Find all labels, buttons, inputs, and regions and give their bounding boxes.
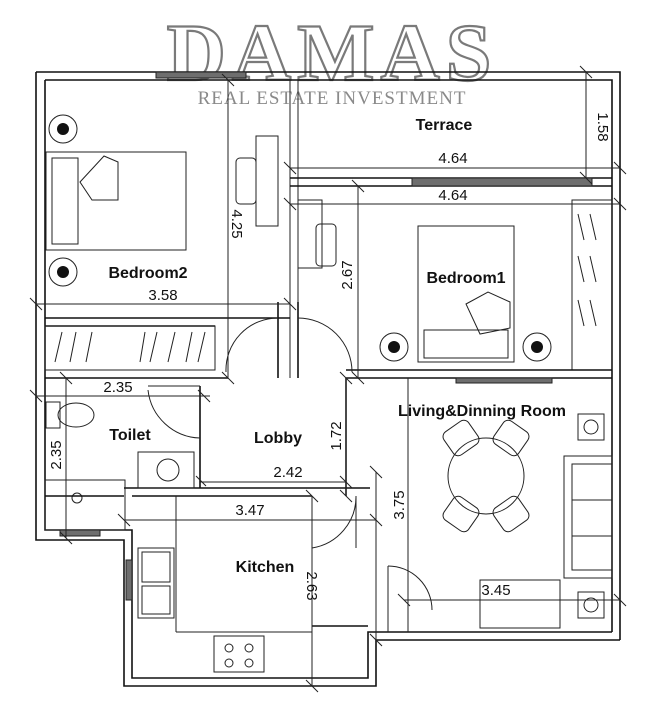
wardrobe-left [44, 325, 216, 371]
room-labels: Terrace Bedroom2 Bedroom1 Living&Dinning… [108, 117, 566, 576]
label-bedroom2: Bedroom2 [108, 265, 187, 282]
bedside-lamp-icon [48, 257, 78, 287]
stove-icon [213, 635, 265, 673]
dimension-labels: 4.64 4.64 3.58 2.35 2.42 3.47 3.45 1.58 … [48, 112, 611, 600]
wardrobe-right [571, 199, 613, 371]
label-living: Living&Dinning Room [398, 403, 566, 420]
living-zone [387, 413, 613, 632]
label-bedroom1: Bedroom1 [426, 270, 505, 287]
dining-table-icon [447, 437, 525, 515]
bedroom1-zone [297, 199, 613, 384]
bedside-lamp-icon [48, 114, 78, 144]
dim-living-width: 3.45 [481, 582, 510, 599]
dim-kitchen-height: 2.63 [303, 571, 320, 600]
dim-lobby-height: 1.72 [328, 421, 345, 450]
label-lobby: Lobby [254, 430, 302, 447]
sink-icon [137, 547, 175, 619]
dim-toilet-height: 2.35 [48, 440, 65, 469]
dim-bedroom1-width: 4.64 [438, 187, 467, 204]
lobby-zone [45, 302, 409, 632]
dim-terrace-width: 4.64 [438, 150, 467, 167]
bedside-lamp-icon [522, 332, 552, 362]
logo-tagline: REAL ESTATE INVESTMENT [198, 88, 467, 109]
label-kitchen: Kitchen [236, 559, 295, 576]
dim-bedroom1-height: 2.67 [339, 260, 356, 289]
kitchen-zone [125, 495, 368, 678]
dim-terrace-height: 1.58 [594, 112, 611, 141]
shower-tray [44, 479, 126, 531]
dim-kitchen-width: 3.47 [235, 502, 264, 519]
lamp-icon [577, 591, 605, 619]
toilet-zone [44, 401, 195, 537]
armchair-icon [479, 579, 561, 629]
dimension-lines [29, 65, 627, 693]
damas-logo: DAMAS REAL ESTATE INVESTMENT [166, 6, 498, 109]
dim-toilet-width: 2.35 [103, 379, 132, 396]
bedside-lamp-icon [379, 332, 409, 362]
lamp-icon [577, 413, 605, 441]
terrace-zone [155, 71, 612, 378]
desk [255, 135, 279, 227]
label-toilet: Toilet [109, 427, 151, 444]
bedroom2-zone [44, 114, 290, 371]
double-bed-left [45, 151, 187, 251]
label-terrace: Terrace [416, 117, 473, 134]
dim-bedroom2-height: 4.25 [228, 209, 245, 238]
desk [297, 199, 323, 269]
dim-living-height: 3.75 [391, 490, 408, 519]
wc-icon [57, 402, 95, 428]
double-bed-right [417, 225, 515, 363]
logo-name: DAMAS [167, 7, 498, 98]
basin-icon [137, 451, 195, 489]
dim-bedroom2-width: 3.58 [148, 287, 177, 304]
sofa-icon [563, 455, 613, 579]
dim-lobby-width: 2.42 [273, 464, 302, 481]
